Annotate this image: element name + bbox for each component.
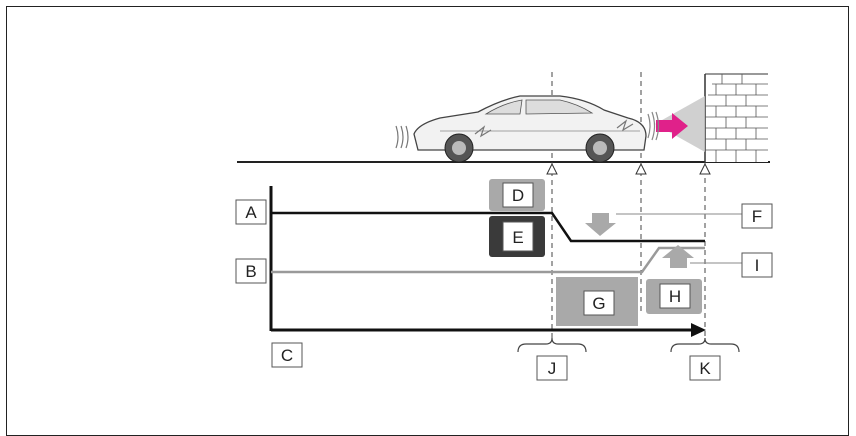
label-d: D <box>512 186 524 205</box>
bracket-k <box>671 338 739 352</box>
label-h: H <box>669 287 681 306</box>
time-axis-arrow <box>691 323 706 337</box>
line-b <box>271 248 705 272</box>
bracket-j <box>518 338 586 352</box>
label-b: B <box>245 262 256 281</box>
label-c: C <box>281 346 293 365</box>
vibration-icon <box>396 126 408 148</box>
label-i: I <box>755 256 760 275</box>
label-j: J <box>548 359 557 378</box>
label-f: F <box>752 207 762 226</box>
arrow-down-icon <box>585 213 616 236</box>
line-a <box>271 213 705 241</box>
label-k: K <box>699 359 711 378</box>
car-icon <box>414 96 646 162</box>
label-a: A <box>245 203 257 222</box>
marker-triangles <box>547 164 710 174</box>
brick-wall-icon <box>705 74 768 162</box>
label-e: E <box>512 228 523 247</box>
label-g: G <box>592 294 605 313</box>
